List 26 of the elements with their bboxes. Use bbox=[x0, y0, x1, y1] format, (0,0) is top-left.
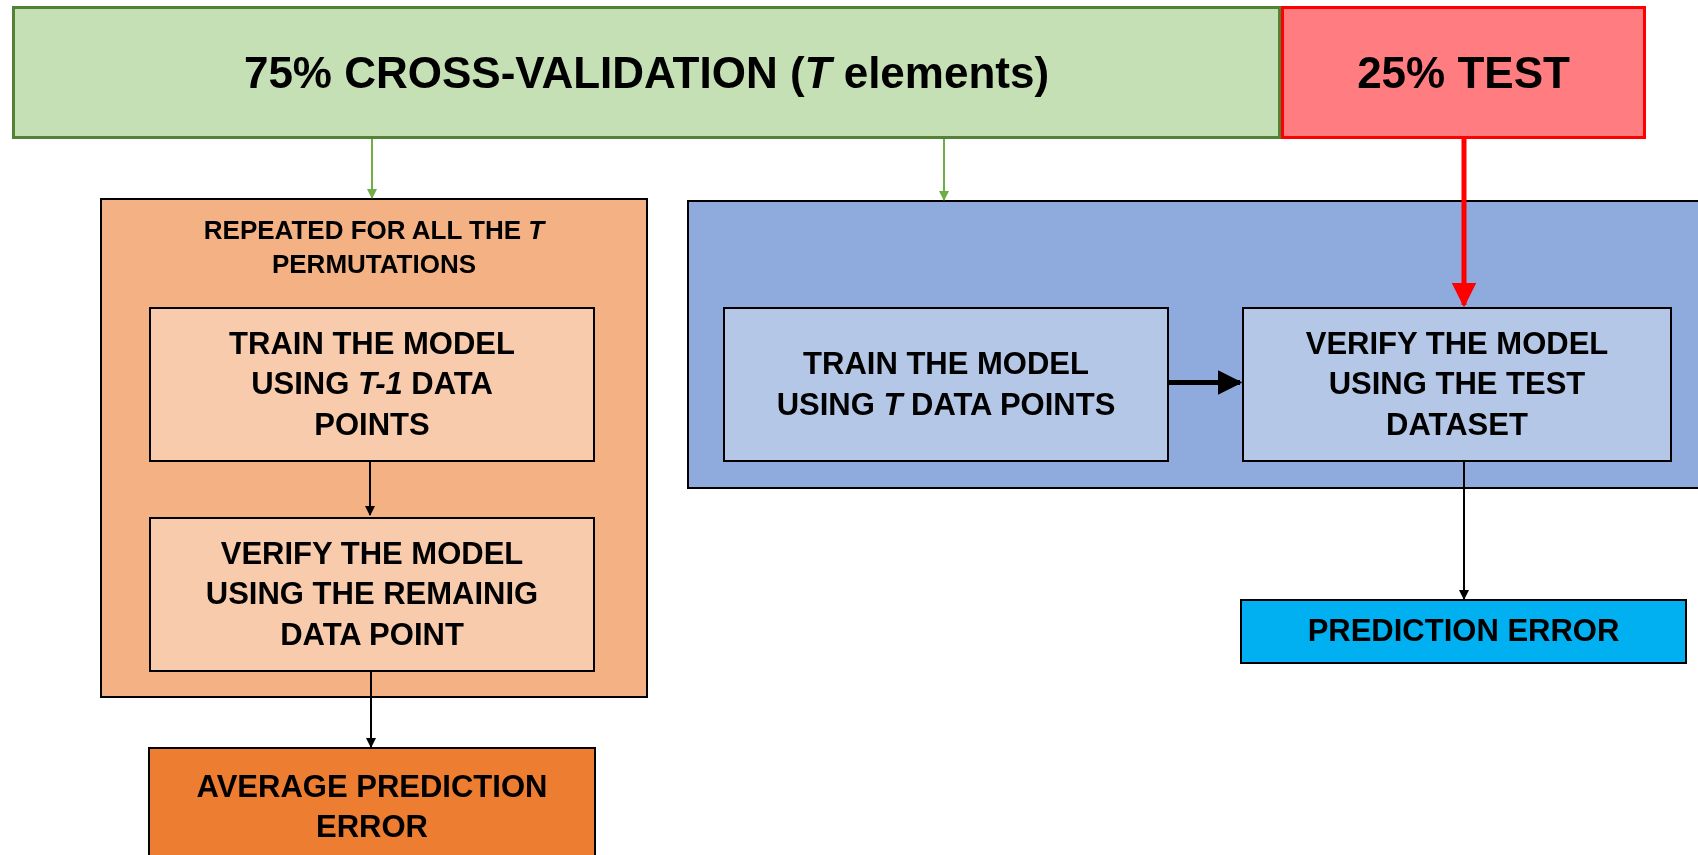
arrow bbox=[1167, 370, 1243, 395]
box-label: VERIFY THE MODEL USING THE REMAINIG DATA POINT bbox=[204, 535, 540, 654]
process-box bbox=[149, 307, 595, 462]
box-label: VERIFY THE MODEL USING THE TEST DATASET bbox=[1304, 325, 1610, 444]
data-band bbox=[12, 6, 1281, 139]
process-box bbox=[149, 517, 595, 672]
arrow bbox=[367, 138, 377, 199]
arrow bbox=[365, 459, 375, 516]
arrow bbox=[1451, 139, 1477, 308]
data-band bbox=[1281, 6, 1646, 139]
loop-panel bbox=[100, 198, 648, 698]
box-label: 25% TEST bbox=[1356, 46, 1571, 99]
result-box bbox=[148, 747, 596, 855]
result-box bbox=[1240, 599, 1687, 664]
process-box bbox=[1242, 307, 1672, 462]
box-label: 75% CROSS-VALIDATION (T elements) bbox=[242, 46, 1051, 99]
arrow bbox=[366, 669, 376, 748]
process-box bbox=[723, 307, 1169, 462]
box-label: AVERAGE PREDICTION ERROR bbox=[195, 767, 549, 846]
arrow bbox=[939, 138, 949, 201]
panel-heading: REPEATED FOR ALL THE T PERMUTATIONS bbox=[202, 214, 547, 281]
box-label: TRAIN THE MODEL USING T DATA POINTS bbox=[775, 345, 1117, 424]
process-panel bbox=[687, 200, 1698, 489]
arrow bbox=[1459, 459, 1469, 600]
box-label: TRAIN THE MODEL USING T-1 DATA POINTS bbox=[228, 325, 516, 444]
box-label: PREDICTION ERROR bbox=[1306, 612, 1621, 651]
